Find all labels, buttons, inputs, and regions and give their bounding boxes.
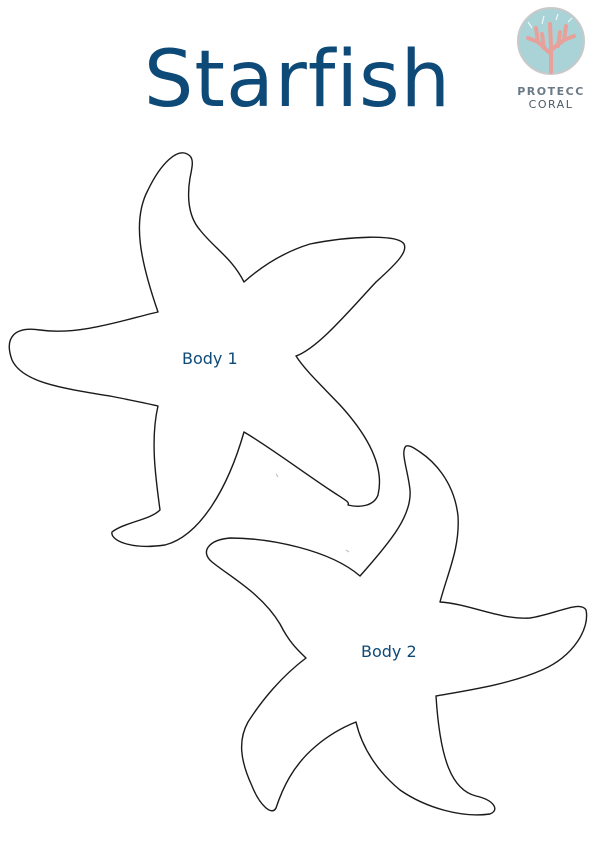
pencil-mark: [345, 549, 350, 553]
starfish-body-2-outline: [205, 445, 588, 816]
page-title: Starfish: [143, 35, 452, 125]
starfish-body-1-outline: [8, 152, 406, 547]
coral-logo-icon: [517, 7, 585, 75]
starfish-label-body-2: Body 2: [361, 642, 417, 661]
logo-text-line-2: CORAL: [528, 98, 574, 111]
pencil-mark: [275, 473, 279, 478]
starfish-label-body-1: Body 1: [182, 349, 238, 368]
logo-text-line-1: PROTECC: [517, 85, 585, 98]
protecc-coral-logo: PROTECC CORAL: [514, 6, 588, 116]
